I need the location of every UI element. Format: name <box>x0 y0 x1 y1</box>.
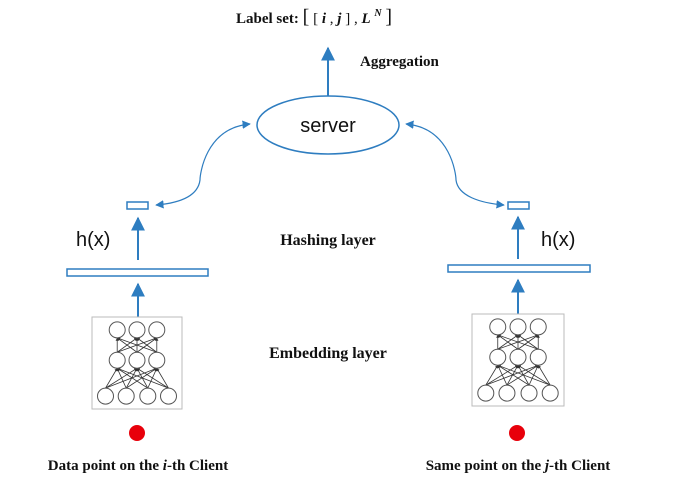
network-edges <box>105 337 169 389</box>
network-node <box>108 321 126 339</box>
left-link <box>155 120 251 209</box>
network-node <box>160 387 177 405</box>
server-label: server <box>300 115 356 137</box>
network-node <box>498 384 516 402</box>
aggregation-label: Aggregation <box>360 54 440 70</box>
left-caption: Data point on the i-th Client <box>48 458 228 474</box>
network-node <box>139 387 157 405</box>
hashing-layer-label: Hashing layer <box>280 232 376 249</box>
network-node <box>541 384 559 402</box>
label-set-title: Label set: [ [ i , j ] , L N ] <box>236 4 392 28</box>
embedding-layer-label: Embedding layer <box>269 345 387 362</box>
network-node <box>489 318 507 336</box>
right-neural-network <box>471 313 565 407</box>
right-data-point <box>509 425 525 441</box>
network-node <box>529 348 547 366</box>
network-node <box>108 351 126 369</box>
network-node <box>489 348 507 366</box>
network-node <box>509 318 527 336</box>
left-neural-network <box>91 316 183 410</box>
network-node <box>97 387 114 405</box>
right-hash-code <box>507 201 530 210</box>
network-node <box>128 351 146 369</box>
left-hash-function: h(x) <box>76 229 110 251</box>
server-node <box>256 95 400 155</box>
network-node <box>117 387 135 405</box>
right-caption: Same point on the j-th Client <box>426 458 611 474</box>
left-hash-code <box>126 201 149 210</box>
left-data-point <box>129 425 145 441</box>
network-node <box>128 321 146 339</box>
right-link <box>405 120 505 209</box>
network-node <box>148 351 166 369</box>
network-node <box>148 321 166 339</box>
right-hash-function: h(x) <box>541 229 575 251</box>
network-node <box>477 384 495 402</box>
network-node <box>520 384 538 402</box>
network-node <box>509 348 527 366</box>
left-embedding-vector <box>66 268 209 277</box>
right-embedding-vector <box>447 264 591 273</box>
network-node <box>529 318 547 336</box>
network-edges <box>485 334 551 386</box>
